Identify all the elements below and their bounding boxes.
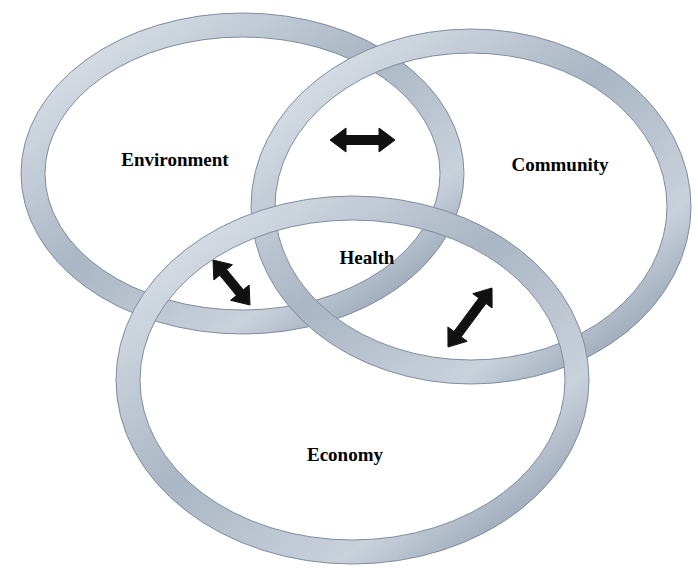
double-arrow xyxy=(213,260,250,305)
double-arrow xyxy=(330,128,395,152)
ring-edge xyxy=(116,196,589,564)
ring-label: Community xyxy=(511,154,608,176)
double-arrow xyxy=(448,288,492,347)
center-label: Health xyxy=(340,247,395,269)
ring-band-fill xyxy=(33,25,452,322)
ring-band-fill xyxy=(128,208,577,552)
ring-edge xyxy=(140,220,565,540)
ring-edge xyxy=(45,37,440,310)
ring-label: Economy xyxy=(307,444,383,466)
ring-label: Environment xyxy=(121,149,228,171)
